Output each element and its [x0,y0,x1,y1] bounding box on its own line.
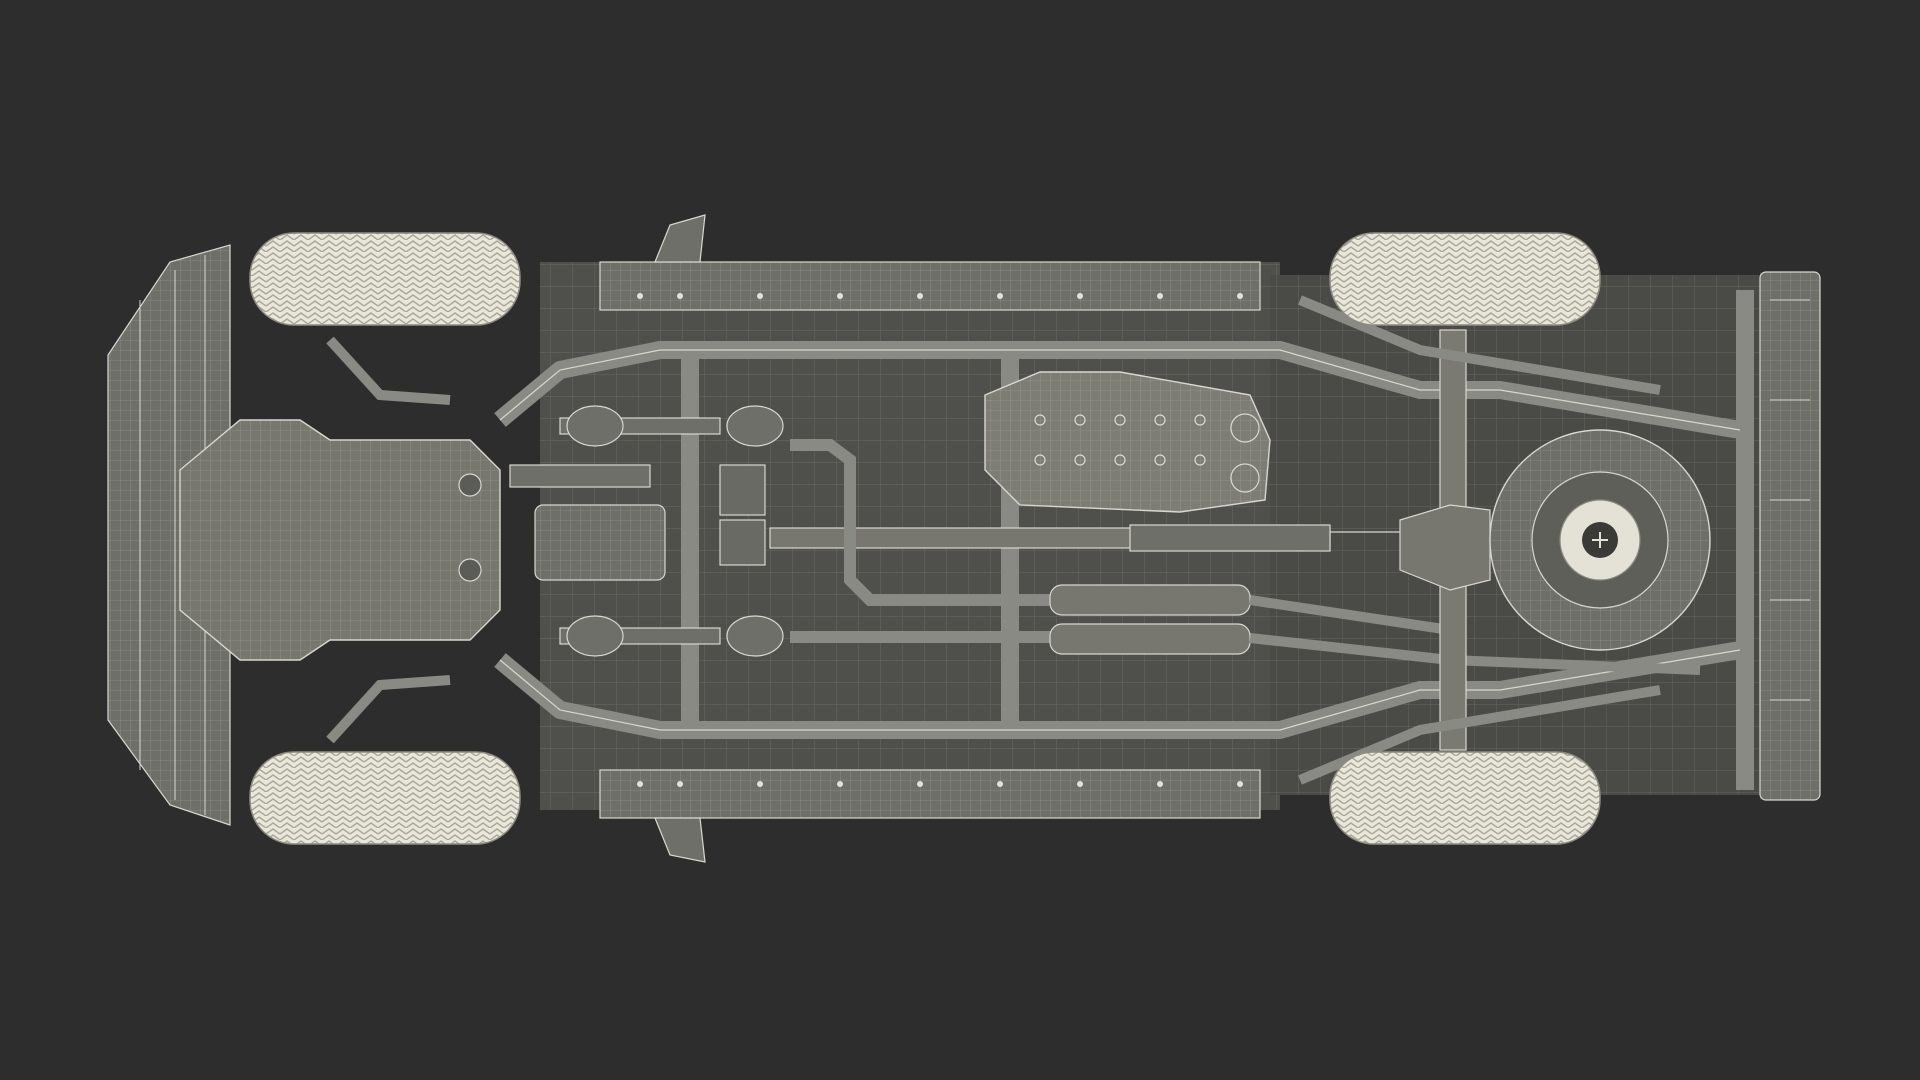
front-bumper [107,244,231,826]
mirror-top [654,214,706,263]
wheel-rear-bottom [1329,751,1601,845]
side-sill-top [599,261,1261,311]
exhaust-system [790,439,1701,675]
wheel-front-top [249,232,521,326]
rear-bumper [1759,271,1821,801]
sill-rivets [637,293,1243,787]
chassis-frame-wire [499,349,1741,731]
drive-shaft [769,524,1331,552]
wheel-rear-top [1329,232,1601,326]
rear-axle [1330,329,1491,751]
transmission [534,464,766,581]
fuel-tank [984,371,1271,513]
spare-tire [1489,429,1711,651]
side-sill-bottom [599,769,1261,819]
mirror-bottom [654,817,706,863]
front-suspension [326,336,451,744]
wheel-front-bottom [249,751,521,845]
engine-block [179,419,501,661]
rear-suspension [1298,295,1661,785]
front-axle-shafts [509,405,784,657]
